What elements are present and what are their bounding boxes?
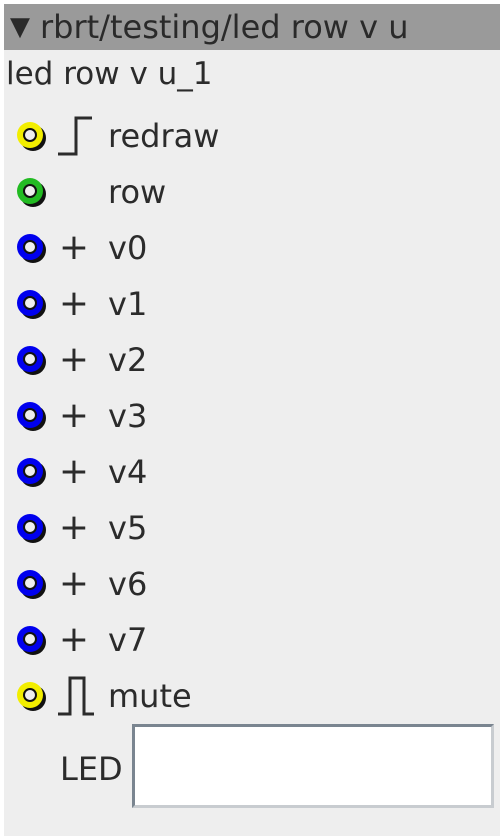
port-jack-icon[interactable] [14,231,48,265]
svg-text:+: + [59,451,89,492]
port-label: v7 [108,621,148,659]
port-row-row: row [4,164,500,220]
led-label: LED [60,750,123,788]
plus-icon: + [59,563,89,604]
port-label: v6 [108,565,148,603]
window-title: rbrt/testing/led row v u [40,8,409,46]
port-row-v5: + v5 [4,500,500,556]
port-jack-icon[interactable] [14,119,48,153]
plus-icon: + [59,283,89,324]
port-jack-icon[interactable] [14,287,48,321]
port-label: v1 [108,285,148,323]
module-name: led row v u_1 [6,56,213,92]
plus-icon: + [59,227,89,268]
port-row-v4: + v4 [4,444,500,500]
port-row-mute: mute [4,668,500,724]
plus-icon: + [59,619,89,660]
svg-text:+: + [59,227,89,268]
port-label: v5 [108,509,148,547]
port-label: row [108,173,167,211]
svg-text:+: + [59,283,89,324]
collapse-triangle-icon[interactable]: ▼ [10,12,30,42]
title-bar[interactable]: ▼ rbrt/testing/led row v u [4,4,500,50]
port-label: mute [108,677,192,715]
plus-icon: + [59,395,89,436]
svg-text:+: + [59,507,89,548]
port-row-redraw: redraw [4,108,500,164]
port-jack-icon[interactable] [14,567,48,601]
port-label: v0 [108,229,148,267]
port-row-v7: + v7 [4,612,500,668]
port-jack-icon[interactable] [14,455,48,489]
port-label: redraw [108,117,220,155]
pulse-icon [58,676,94,716]
svg-text:+: + [59,395,89,436]
port-jack-icon[interactable] [14,511,48,545]
svg-text:+: + [59,563,89,604]
rising-edge-icon [58,116,92,156]
port-jack-icon[interactable] [14,679,48,713]
port-row-v0: + v0 [4,220,500,276]
port-jack-icon[interactable] [14,623,48,657]
led-display [132,724,494,808]
plus-icon: + [59,339,89,380]
port-label: v3 [108,397,148,435]
module-panel: ▼ rbrt/testing/led row v u led row v u_1… [4,4,500,836]
svg-text:+: + [59,619,89,660]
port-jack-icon[interactable] [14,343,48,377]
plus-icon: + [59,507,89,548]
port-jack-icon[interactable] [14,175,48,209]
port-label: v2 [108,341,148,379]
port-row-v1: + v1 [4,276,500,332]
plus-icon: + [59,451,89,492]
svg-text:+: + [59,339,89,380]
port-row-v3: + v3 [4,388,500,444]
port-row-v6: + v6 [4,556,500,612]
port-row-v2: + v2 [4,332,500,388]
port-jack-icon[interactable] [14,399,48,433]
port-label: v4 [108,453,148,491]
